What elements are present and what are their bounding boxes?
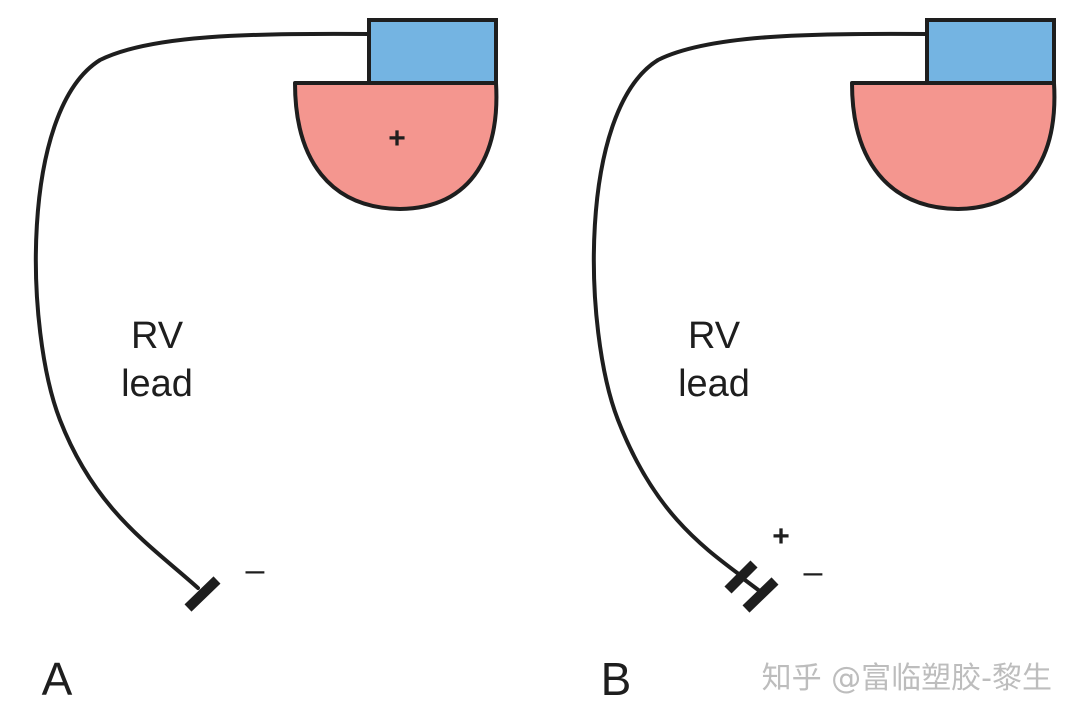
tip-electrode-a: [184, 576, 221, 612]
pacemaker-header-a: [367, 18, 498, 85]
can-polarity-a: +: [388, 122, 406, 155]
panel-a: + – RV lead A: [33, 18, 499, 705]
panel-letter-b: B: [601, 653, 632, 705]
watermark: 知乎 @富临塑胶-黎生: [762, 661, 1052, 696]
pacemaker-can-a: [293, 81, 499, 211]
lead-label-b-line2: lead: [678, 363, 750, 405]
lead-wire-a: [33, 31, 372, 590]
lead-tip-segment-b: [739, 575, 763, 594]
ring-polarity-b: +: [772, 520, 790, 553]
lead-label-a-line2: lead: [121, 363, 193, 405]
panel-letter-a: A: [42, 653, 73, 705]
lead-label-b-line1: RV: [688, 315, 741, 357]
lead-wire-b: [591, 31, 930, 577]
tip-polarity-b: –: [804, 553, 823, 591]
tip-electrode-b: [742, 577, 779, 613]
pacemaker-header-b: [925, 18, 1056, 85]
panel-b: + – RV lead B: [591, 18, 1057, 705]
lead-label-a-line1: RV: [131, 315, 184, 357]
tip-polarity-a: –: [246, 551, 265, 589]
pacemaker-can-b: [850, 81, 1057, 211]
